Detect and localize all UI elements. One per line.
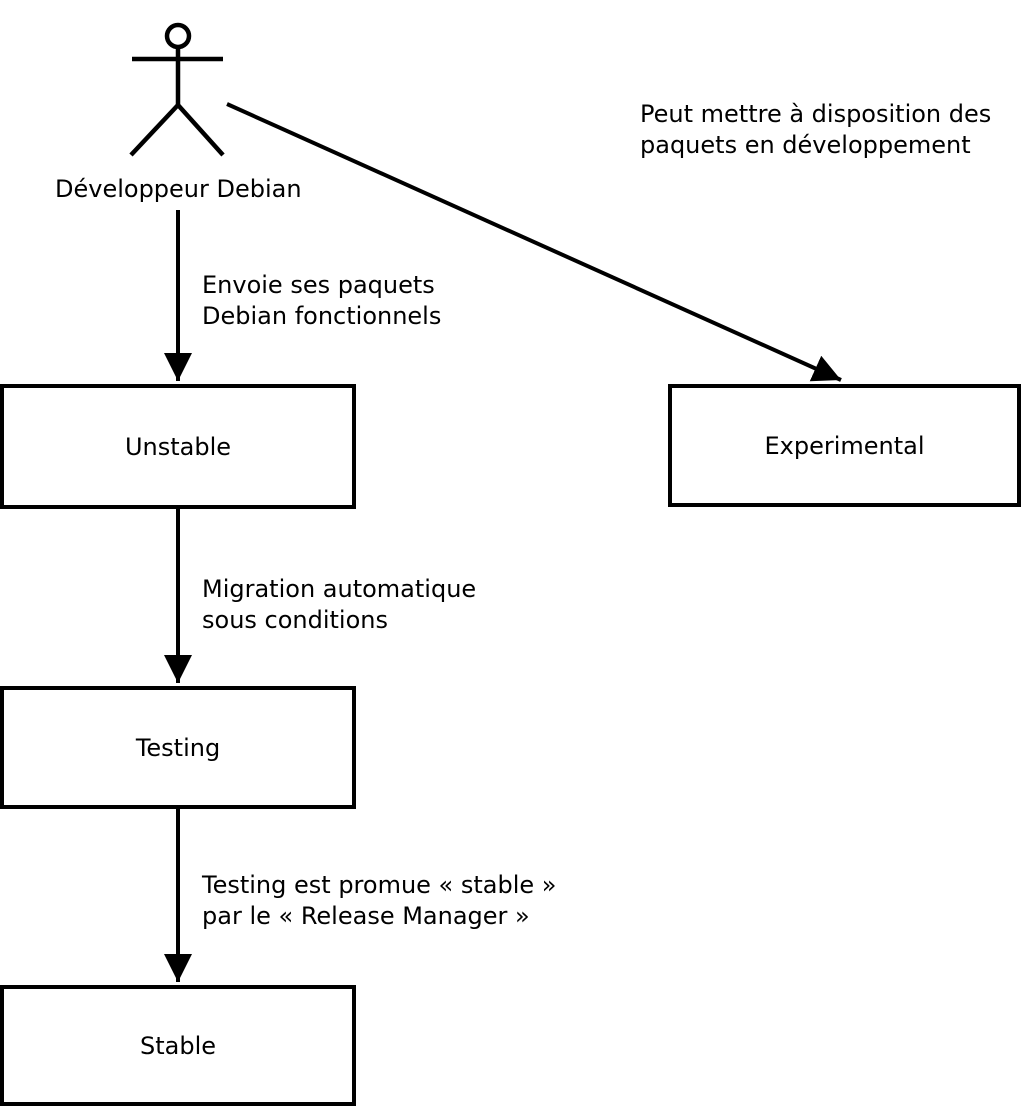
actor-left-leg bbox=[129, 103, 180, 157]
edge-label-line: Peut mettre à disposition des bbox=[640, 100, 992, 128]
edge-label-testing-to-stable: Testing est promue « stable » par le « R… bbox=[202, 870, 556, 932]
actor-head bbox=[164, 22, 192, 50]
node-testing-label: Testing bbox=[135, 733, 221, 762]
edge-label-unstable-to-testing: Migration automatique sous conditions bbox=[202, 574, 476, 636]
node-stable-label: Stable bbox=[139, 1031, 217, 1060]
edge-label-developer-to-experimental: Peut mettre à disposition des paquets en… bbox=[640, 99, 991, 161]
node-experimental: Experimental bbox=[668, 384, 1021, 507]
diagram-arrows bbox=[164, 102, 842, 982]
actor-figure bbox=[129, 22, 225, 157]
edge-label-line: paquets en développement bbox=[640, 131, 971, 159]
node-unstable: Unstable bbox=[0, 384, 356, 509]
node-testing: Testing bbox=[0, 686, 356, 809]
edge-label-line: sous conditions bbox=[202, 606, 388, 634]
edge-label-line: Envoie ses paquets bbox=[202, 271, 435, 299]
arrow-developer-to-experimental bbox=[226, 102, 842, 382]
edge-label-line: Debian fonctionnels bbox=[202, 302, 442, 330]
edge-label-developer-to-unstable: Envoie ses paquets Debian fonctionnels bbox=[202, 270, 441, 332]
edge-label-line: Testing est promue « stable » bbox=[202, 871, 557, 899]
edge-label-line: Migration automatique bbox=[202, 575, 477, 603]
node-stable: Stable bbox=[0, 985, 356, 1106]
node-experimental-label: Experimental bbox=[764, 431, 925, 460]
node-unstable-label: Unstable bbox=[124, 432, 232, 461]
actor-right-leg bbox=[176, 103, 225, 157]
edge-label-line: par le « Release Manager » bbox=[202, 902, 530, 930]
actor-label: Développeur Debian bbox=[55, 175, 302, 203]
